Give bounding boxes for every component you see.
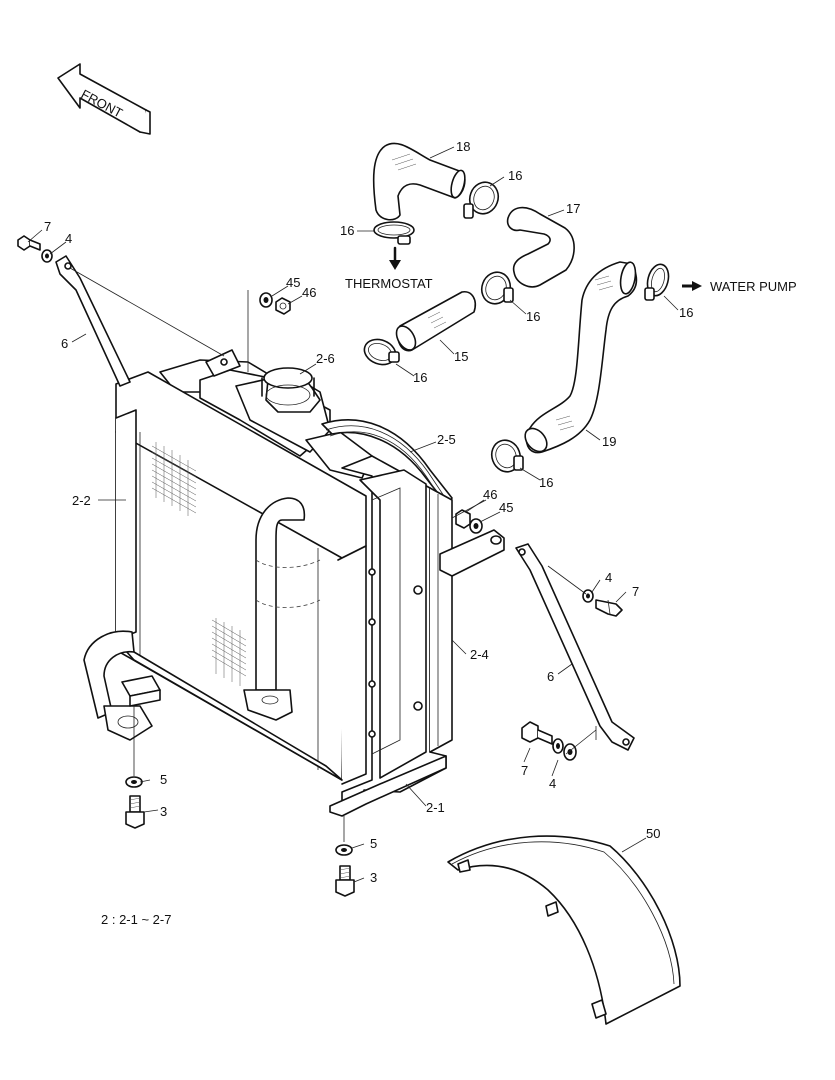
part-label-18: 18 (456, 139, 470, 154)
washer-45 (469, 518, 483, 534)
part-label-16: 16 (526, 309, 540, 324)
part-label-4: 4 (605, 570, 612, 585)
radiator-assembly (83, 359, 453, 817)
part-label-16: 16 (340, 223, 354, 238)
part-label-4: 4 (65, 231, 72, 246)
part-label-2-1: 2-1 (426, 800, 445, 815)
water-pump-label: WATER PUMP (710, 279, 797, 294)
clamp-16 (363, 338, 400, 366)
part-label-16: 16 (413, 370, 427, 385)
fan-guard-50 (447, 835, 681, 1025)
part-label-5: 5 (370, 836, 377, 851)
hose-15 (395, 290, 477, 352)
part-label-45: 45 (286, 275, 300, 290)
part-label-45: 45 (499, 500, 513, 515)
clamp-16 (490, 439, 524, 473)
thermostat-arrow-icon (389, 246, 401, 270)
washer-5 (335, 844, 353, 856)
stay-6 (55, 255, 241, 387)
part-label-16: 16 (539, 475, 553, 490)
hose-18 (372, 142, 466, 221)
part-label-46: 46 (302, 285, 316, 300)
washer-45 (259, 292, 273, 308)
thermostat-label: THERMOSTAT (345, 276, 433, 291)
part-label-16: 16 (508, 168, 522, 183)
bolt-7 (17, 235, 41, 251)
bolt-7 (595, 599, 623, 617)
clamp-16 (463, 181, 500, 219)
part-label-7: 7 (44, 219, 51, 234)
part-label-46: 46 (483, 487, 497, 502)
nut-46 (455, 509, 471, 529)
bolt-7 (521, 721, 553, 745)
part-label-19: 19 (602, 434, 616, 449)
stay-6 (515, 543, 635, 751)
leader-lines (27, 146, 679, 883)
bracket-plate (439, 529, 505, 577)
part-label-3: 3 (370, 870, 377, 885)
part-label-7: 7 (521, 763, 528, 778)
water-pump-arrow-icon (682, 281, 702, 291)
part-label-15: 15 (454, 349, 468, 364)
part-label-16: 16 (679, 305, 693, 320)
part-label-6: 6 (547, 669, 554, 684)
part-label-2-2: 2-2 (72, 493, 91, 508)
part-label-2-5: 2-5 (437, 432, 456, 447)
washer-4 (552, 738, 577, 761)
washer-5 (125, 776, 143, 788)
part-label-7: 7 (632, 584, 639, 599)
part-label-50: 50 (646, 826, 660, 841)
part-label-4: 4 (549, 776, 556, 791)
washer-4 (582, 589, 594, 603)
hose-19 (524, 261, 638, 454)
part-label-2-6: 2-6 (316, 351, 335, 366)
bolt-3 (125, 795, 145, 829)
assembly-legend: 2 : 2-1 ~ 2-7 (101, 912, 171, 927)
front-arrow-icon: FRONT (57, 63, 151, 135)
hose-17 (506, 206, 575, 288)
part-label-6: 6 (61, 336, 68, 351)
part-label-17: 17 (566, 201, 580, 216)
clamp-16 (644, 263, 670, 301)
washer-4 (41, 249, 53, 263)
part-label-5: 5 (160, 772, 167, 787)
nut-46 (275, 297, 291, 315)
part-label-3: 3 (160, 804, 167, 819)
bolt-3 (335, 865, 355, 897)
clamp-16 (373, 221, 415, 245)
part-label-2-4: 2-4 (470, 647, 489, 662)
clamp-16 (480, 271, 514, 305)
